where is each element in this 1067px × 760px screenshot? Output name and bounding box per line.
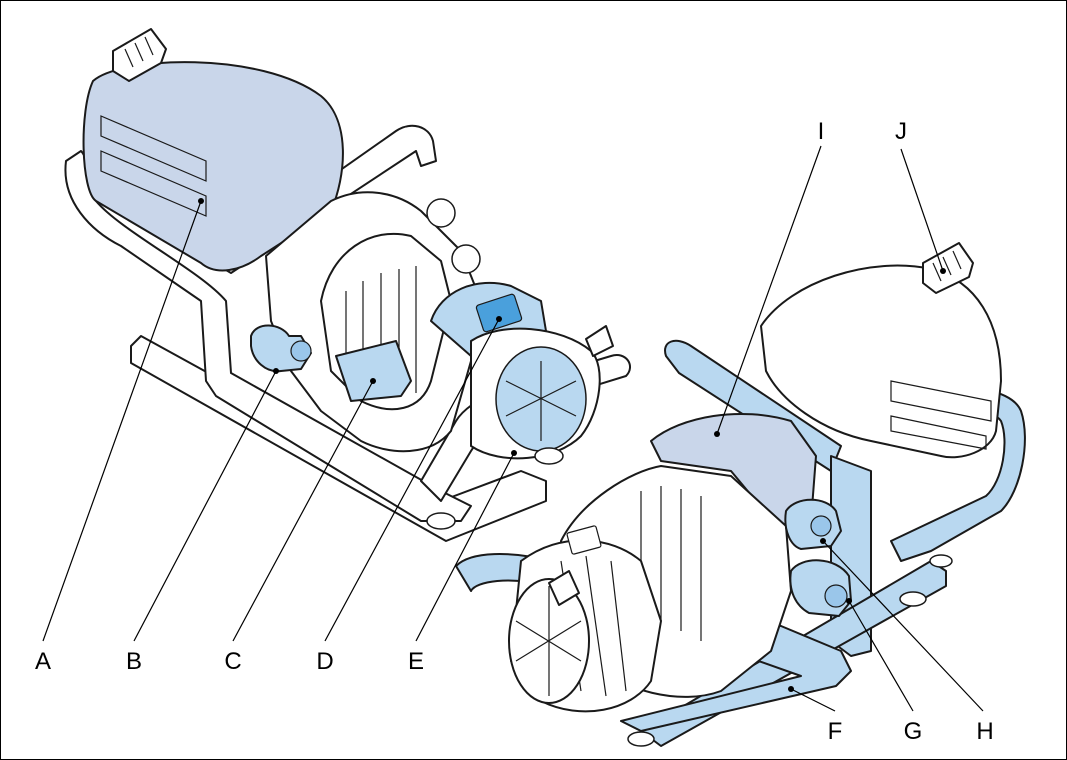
label-E: E	[408, 648, 424, 675]
leader-D	[324, 318, 500, 642]
left-top-knob-1	[426, 198, 456, 228]
left-label-plate	[475, 293, 523, 333]
leader-I	[716, 145, 822, 435]
leader-G	[848, 600, 914, 712]
label-A: A	[35, 648, 51, 675]
leader-B	[133, 370, 277, 642]
left-tank	[82, 61, 344, 272]
left-unit	[64, 28, 631, 542]
right-label-plate	[566, 525, 602, 555]
leader-H	[822, 540, 984, 712]
right-mount-tab	[548, 570, 580, 606]
left-mount-tab	[585, 325, 614, 357]
leader-A	[42, 200, 202, 642]
left-tank-cap	[112, 28, 167, 82]
leader-F	[790, 688, 836, 712]
left-check-valve	[335, 340, 412, 402]
label-C: C	[224, 648, 241, 675]
label-G: G	[904, 718, 923, 745]
label-F: F	[828, 718, 843, 745]
label-H: H	[976, 718, 993, 745]
right-unit	[455, 242, 1026, 747]
labels: A B C D E F G H I J	[35, 118, 994, 745]
leader-C	[232, 380, 374, 642]
label-D: D	[316, 648, 333, 675]
left-top-knob-2	[451, 244, 481, 274]
label-J: J	[895, 118, 907, 145]
leader-J	[900, 148, 944, 272]
right-tank	[760, 264, 1002, 459]
leader-E	[415, 452, 515, 642]
leader-lines	[42, 145, 984, 712]
label-B: B	[126, 648, 142, 675]
label-I: I	[818, 118, 825, 145]
